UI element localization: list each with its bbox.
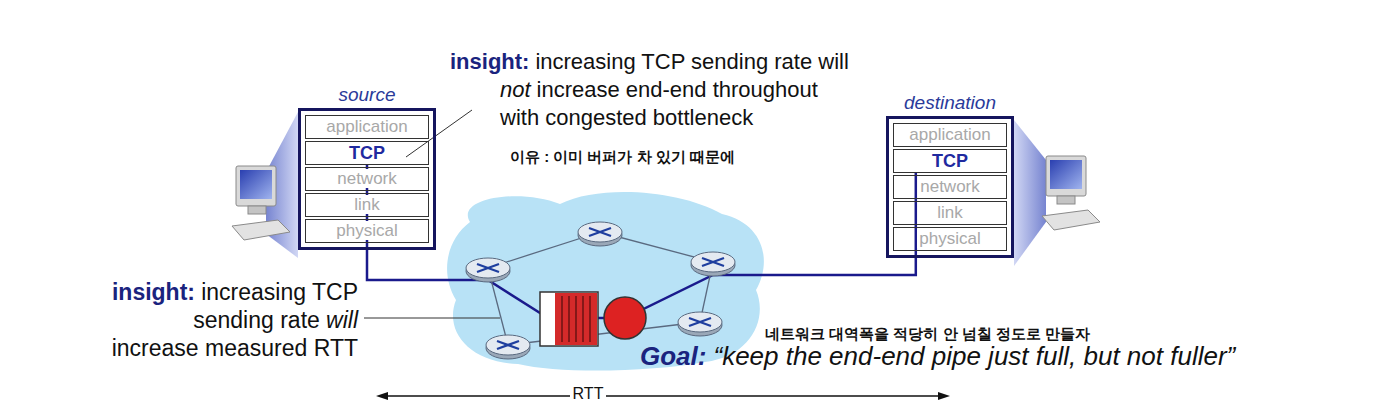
host-fan xyxy=(1014,120,1046,266)
layer-box: application xyxy=(893,123,1007,147)
layer-label: TCP xyxy=(930,151,970,171)
goal-statement: Goal:“keep the end-end pipe just full, b… xyxy=(640,340,1235,372)
layer-box: network xyxy=(305,167,429,191)
label-text: insight: xyxy=(112,279,195,305)
layer-label: link xyxy=(935,203,965,222)
layer-label: TCP xyxy=(347,143,387,163)
leader-line xyxy=(406,110,472,157)
router-icon xyxy=(466,258,510,282)
label-text: 이유 : 이미 버퍼가 차 있기 때문에 xyxy=(510,148,735,165)
tcp-path xyxy=(367,165,916,318)
layer-box: physical xyxy=(305,219,429,243)
protocol-stack: destination applicationTCP network link phys… xyxy=(886,90,1014,258)
layer-box: link xyxy=(305,193,429,217)
insight-callout: insight:increasing TCP sending rate will… xyxy=(450,48,856,132)
router-icon xyxy=(486,335,530,359)
layer-label: network xyxy=(335,169,399,188)
label-text: 네트워크 대역폭을 적당히 안 넘칠 정도로 만들자 xyxy=(765,325,1090,342)
layer-box: link xyxy=(893,201,1007,225)
protocol-stack: source applicationTCP network link physical xyxy=(298,82,436,250)
layer-label: application xyxy=(907,125,992,144)
stack-heading: destination xyxy=(886,90,1014,116)
layer-box: TCP xyxy=(305,141,429,165)
stack-frame: applicationTCP network link physical xyxy=(298,108,436,250)
layer-label: application xyxy=(324,117,409,136)
label-text: increase measured RTT xyxy=(104,334,358,362)
label-text: Goal: xyxy=(640,341,706,371)
layer-box: application xyxy=(305,115,429,139)
router-icon xyxy=(691,252,735,276)
router-icon xyxy=(578,222,622,246)
computer-icon xyxy=(1042,156,1100,230)
layer-label: link xyxy=(352,195,382,214)
queue-buffer xyxy=(540,292,598,346)
stack-frame: applicationTCP network link physical xyxy=(886,116,1014,258)
layer-box: TCP xyxy=(893,149,1007,173)
rtt-label: RTT xyxy=(560,385,616,403)
layer-label: network xyxy=(918,177,982,196)
router-icon xyxy=(678,312,722,336)
label-text: increase end-end throughout with congest… xyxy=(500,77,818,130)
layer-box: physical xyxy=(893,227,1007,251)
rtt-arrow xyxy=(376,392,950,400)
layer-label: physical xyxy=(334,221,399,240)
layer-box: network xyxy=(893,175,1007,199)
leader-line xyxy=(364,318,500,319)
label-text: increasing TCP sending rate will xyxy=(535,49,848,74)
label-text: not xyxy=(500,77,531,102)
stack-heading: source xyxy=(298,82,436,108)
label-text: RTT xyxy=(570,385,607,402)
router-group xyxy=(466,222,735,359)
link-server xyxy=(604,297,646,339)
label-text: insight: xyxy=(450,49,529,74)
korean-note: 이유 : 이미 버퍼가 차 있기 때문에 xyxy=(510,147,735,167)
layer-label: physical xyxy=(917,229,982,248)
label-text: “keep the end-end pipe just full, but no… xyxy=(713,341,1235,371)
computer-icon xyxy=(232,166,290,240)
label-text: will xyxy=(326,307,358,333)
insight-callout: insight:increasing TCP sending ratewilli… xyxy=(98,278,358,362)
